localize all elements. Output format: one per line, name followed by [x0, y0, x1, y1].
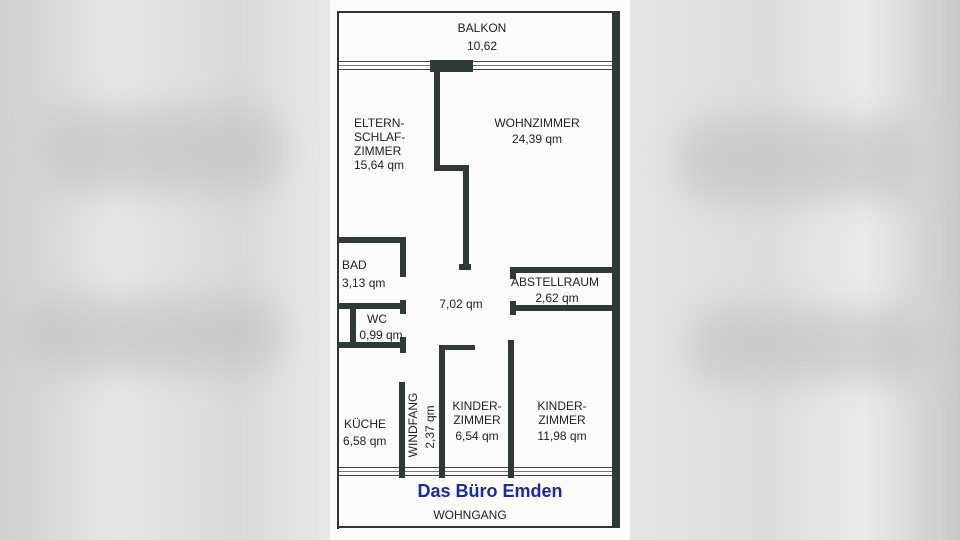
wall	[434, 165, 469, 171]
wall	[510, 267, 516, 279]
room-area-kueche: 6,58 qm	[343, 434, 387, 448]
label-line: ELTERN-	[354, 116, 405, 130]
wall	[434, 70, 440, 170]
outer-wall-right	[612, 11, 620, 528]
room-label-abstellraum: ABSTELLRAUM	[510, 275, 600, 289]
room-area-wc: 0,99 qm	[359, 328, 403, 342]
room-area: 15,64 qm	[354, 158, 405, 172]
label-line: ZIMMER	[453, 413, 501, 427]
blurred-background	[690, 310, 930, 380]
wall	[338, 303, 406, 309]
room-label-balkon: BALKON	[457, 21, 507, 35]
wall	[439, 345, 445, 478]
room-area-bad: 3,13 qm	[342, 276, 386, 290]
label-line: KINDER-	[452, 399, 502, 413]
wall	[510, 305, 614, 311]
label-line: ZIMMER	[354, 144, 402, 158]
balcony-window	[339, 61, 612, 70]
room-label-wohnzimmer: WOHNZIMMER	[494, 116, 580, 130]
room-area-flur: 7,02 qm	[439, 297, 483, 311]
room-label-windfang: WINDFANG	[406, 392, 420, 458]
wall	[338, 237, 406, 243]
wall	[510, 267, 614, 273]
blurred-background	[40, 110, 280, 190]
room-area-wohnzimmer: 24,39 qm	[511, 132, 563, 146]
blurred-background	[20, 300, 280, 370]
outer-wall-bottom	[337, 526, 620, 528]
wall	[463, 165, 469, 270]
room-label-kinderzimmer-2: KINDER- ZIMMER 11,98 qm	[537, 399, 586, 443]
outer-wall-left	[337, 11, 339, 529]
wall	[459, 264, 471, 270]
front-window	[339, 467, 612, 476]
room-label-wohngang: WOHNGANG	[433, 508, 507, 522]
room-area-balkon: 10,62	[466, 39, 498, 53]
room-label-kinderzimmer-1: KINDER- ZIMMER 6,54 qm	[452, 399, 501, 443]
label-line: KINDER-	[537, 399, 587, 413]
room-area-windfang: 2,37 qm	[423, 405, 437, 449]
blurred-background	[680, 120, 920, 200]
wall	[439, 345, 475, 350]
wall	[338, 342, 406, 348]
wall	[400, 237, 406, 277]
wall	[508, 340, 514, 478]
wall	[400, 337, 406, 353]
wall	[399, 382, 405, 478]
room-area: 6,54 qm	[455, 429, 499, 443]
watermark-das-buero-emden: Das Büro Emden	[417, 481, 563, 501]
room-area: 11,98 qm	[537, 429, 587, 443]
wall	[510, 301, 516, 315]
room-label-kueche: KÜCHE	[344, 417, 387, 431]
wall	[400, 300, 406, 314]
room-label-bad: BAD	[342, 258, 367, 272]
room-label-elternschlafzimmer: ELTERN- SCHLAF- ZIMMER 15,64 qm	[354, 116, 405, 172]
wall	[430, 60, 473, 72]
label-line: SCHLAF-	[354, 130, 406, 144]
room-area-abstellraum: 2,62 qm	[535, 291, 579, 305]
room-label-wc: WC	[367, 312, 387, 326]
label-line: ZIMMER	[538, 413, 586, 427]
outer-wall-top	[337, 11, 620, 13]
wall	[350, 303, 356, 347]
